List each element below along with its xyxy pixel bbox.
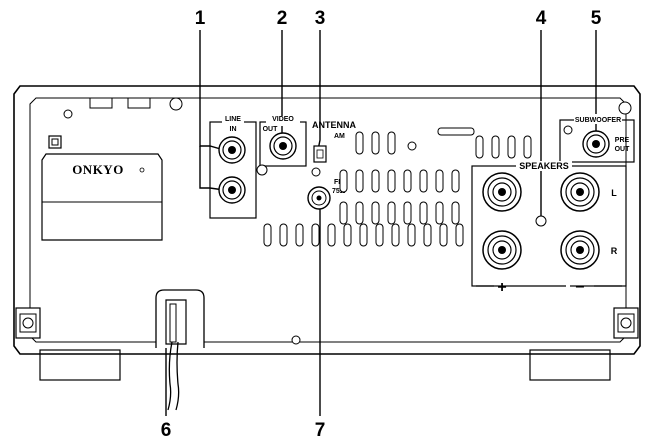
antenna-am-label: AM [334, 133, 345, 140]
video-out-group: VIDEO OUT [256, 116, 307, 176]
fm-label: FM [334, 179, 344, 186]
line-in-jack-upper[interactable] [218, 136, 246, 164]
speaker-right-label: R [611, 246, 618, 256]
callout-6: 6 [161, 420, 172, 441]
speaker-terminal-right-plus[interactable] [482, 230, 522, 270]
callout-1: 1 [195, 8, 206, 29]
callout-2: 2 [277, 8, 288, 29]
speaker-terminal-right-minus[interactable] [560, 230, 600, 270]
subwoofer-pre-label: PRE [615, 137, 630, 144]
right-foot [529, 349, 611, 381]
right-corner-bracket [613, 307, 639, 339]
subwoofer-pre-out-jack[interactable] [582, 130, 610, 158]
speaker-terminal-left-minus[interactable] [560, 172, 600, 212]
double-insulation-icon [48, 135, 62, 149]
line-in-label-in: IN [230, 126, 237, 133]
speaker-terminal-left-plus[interactable] [482, 172, 522, 212]
speakers-label: SPEAKERS [519, 161, 569, 171]
brand-logo: ONKYO [72, 162, 124, 177]
callout-4: 4 [536, 8, 547, 29]
callout-7: 7 [315, 420, 326, 441]
video-out-label-video: VIDEO [272, 116, 294, 123]
antenna-group: ANTENNA AM FM 75Ω [307, 120, 356, 210]
am-antenna-terminal[interactable] [313, 145, 327, 163]
line-in-jack-lower[interactable] [218, 176, 246, 204]
fm-ohm-label: 75Ω [332, 188, 346, 195]
left-corner-bracket [15, 307, 41, 339]
label-plate: ONKYO [41, 153, 163, 241]
speaker-plus-label: + [497, 279, 506, 296]
power-cord[interactable] [155, 289, 205, 411]
speakers-group: SPEAKERS L R + − [471, 161, 627, 296]
speaker-left-label: L [611, 188, 617, 198]
top-edge-notches [89, 97, 151, 109]
speaker-minus-label: − [575, 279, 584, 296]
fm-antenna-jack[interactable] [307, 186, 331, 210]
ventilation-slots [263, 127, 532, 247]
small-screw-icon [256, 164, 268, 176]
line-in-group: LINE IN [209, 116, 257, 219]
subwoofer-out-label: OUT [615, 146, 631, 153]
left-foot [39, 349, 121, 381]
video-out-jack[interactable] [269, 132, 297, 160]
line-in-label-line: LINE [225, 116, 241, 123]
registered-mark-icon [139, 167, 145, 173]
callout-5: 5 [591, 8, 602, 29]
antenna-label: ANTENNA [312, 120, 356, 130]
subwoofer-label: SUBWOOFER [575, 117, 621, 124]
screw-holes [63, 97, 632, 345]
callout-3: 3 [315, 8, 326, 29]
video-out-label-out: OUT [263, 126, 279, 133]
subwoofer-group: SUBWOOFER PRE OUT [559, 114, 635, 163]
chassis-outline [13, 85, 641, 355]
speakers-center-screw-icon [535, 215, 547, 227]
